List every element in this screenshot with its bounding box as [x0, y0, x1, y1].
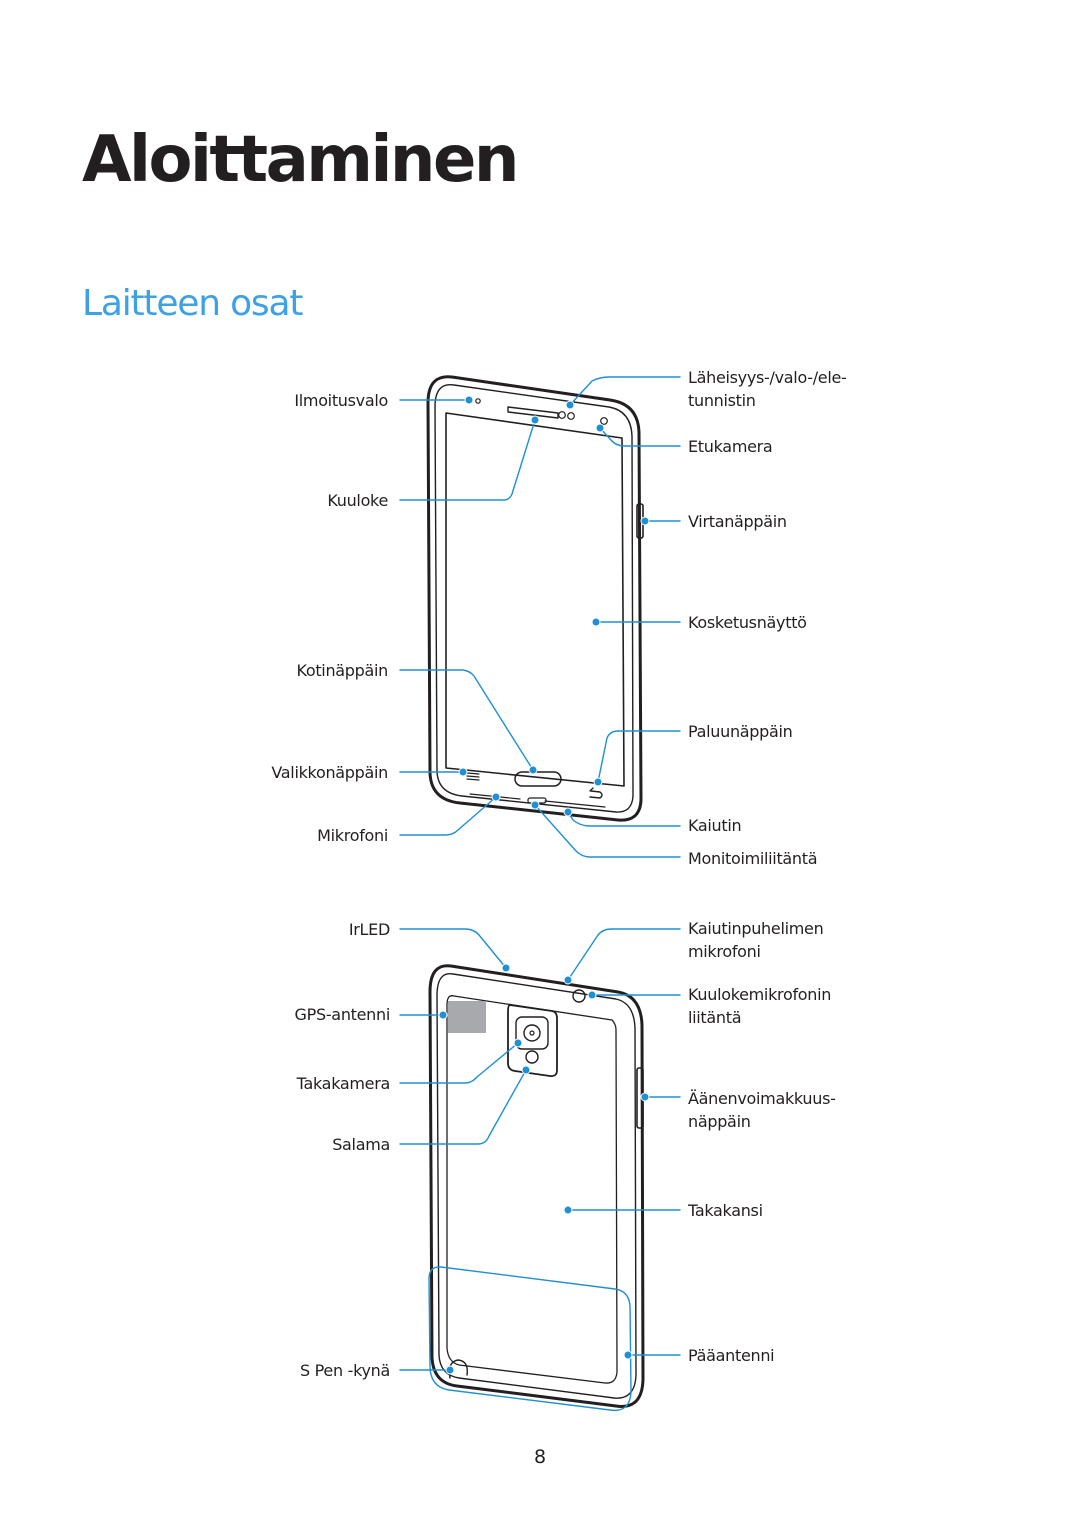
gps-antenna-area — [448, 1001, 486, 1033]
label-irled: IrLED — [348, 920, 390, 939]
label-microphone: Mikrofoni — [317, 826, 388, 845]
label-earpiece: Kuuloke — [327, 491, 388, 510]
label-main-antenna: Pääantenni — [688, 1346, 775, 1365]
label-volume-key-line1: Äänenvoimakkuus- — [688, 1089, 836, 1108]
label-multipurpose-jack: Monitoimiliitäntä — [688, 849, 818, 868]
label-s-pen: S Pen -kynä — [300, 1361, 390, 1380]
callout-lines — [399, 376, 681, 1412]
label-power-button: Virtanäppäin — [688, 512, 787, 531]
home-key — [514, 771, 562, 787]
label-back-cover: Takakansi — [688, 1201, 763, 1220]
label-rear-camera: Takakamera — [296, 1074, 391, 1093]
flash-led — [525, 1050, 539, 1064]
rear-cover-panel — [446, 995, 618, 1384]
label-gps-antenna: GPS-antenni — [294, 1005, 391, 1024]
front-body-outline — [426, 375, 643, 822]
label-speakerphone-mic-line1: Kaiutinpuhelimen — [688, 919, 824, 938]
label-home-button: Kotinäppäin — [296, 661, 388, 680]
front-camera-lens — [600, 417, 608, 425]
headset-jack — [572, 989, 586, 1003]
sensor-1 — [558, 411, 566, 419]
front-device — [426, 375, 644, 822]
label-flash: Salama — [332, 1135, 390, 1154]
menu-key-icon — [466, 772, 480, 781]
label-speaker: Kaiutin — [688, 816, 742, 835]
page-number: 8 — [533, 1446, 547, 1468]
rear-body-outline — [428, 964, 645, 1408]
notification-light — [475, 398, 481, 404]
section-title: Laitteen osat — [82, 283, 303, 324]
sensor-2 — [567, 412, 575, 420]
earpiece-grille — [507, 406, 559, 419]
front-body-inner — [434, 383, 634, 813]
camera-inner — [515, 1016, 549, 1050]
callout-dots — [438, 395, 650, 1375]
label-front-camera: Etukamera — [688, 437, 773, 456]
label-headset-jack-line2: liitäntä — [688, 1008, 742, 1027]
rear-camera-center — [529, 1030, 535, 1036]
rear-body-inner — [436, 972, 637, 1399]
label-volume-key-line2: näppäin — [688, 1112, 751, 1131]
label-sensor-line1: Läheisyys-/valo-/ele- — [688, 368, 847, 387]
label-menu-button: Valikkonäppäin — [271, 763, 388, 782]
label-back-button: Paluunäppäin — [688, 722, 793, 741]
front-screen — [445, 412, 625, 787]
label-touchscreen: Kosketusnäyttö — [688, 613, 807, 632]
label-speakerphone-mic-line2: mikrofoni — [688, 942, 761, 961]
camera-module — [507, 1004, 558, 1078]
rear-device — [428, 964, 645, 1408]
label-notification-light: Ilmoitusvalo — [294, 391, 388, 410]
chapter-title: Aloittaminen — [82, 123, 519, 197]
label-sensor-line2: tunnistin — [688, 391, 756, 410]
back-key-icon — [589, 787, 603, 799]
rear-camera-lens — [523, 1024, 541, 1042]
label-headset-jack-line1: Kuulokemikrofonin — [688, 985, 832, 1004]
